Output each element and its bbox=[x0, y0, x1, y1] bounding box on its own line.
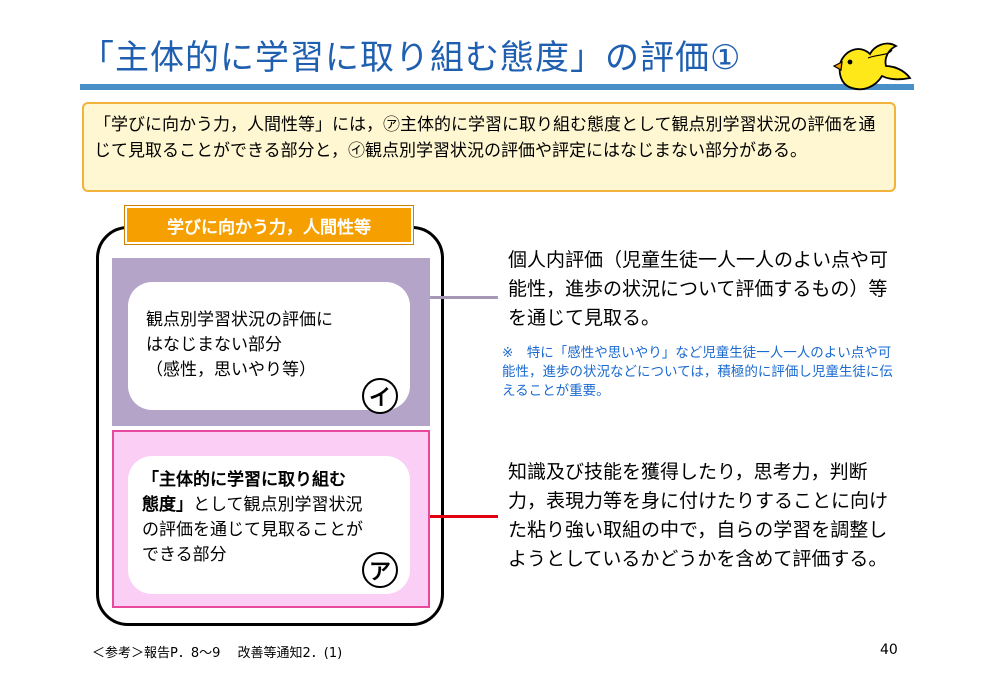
bird-icon bbox=[832, 42, 912, 91]
footer-reference: ＜参考＞報告P．8～9 改善等通知2．(1) bbox=[92, 646, 343, 661]
pink-card-line3: の評価を通じて見取ることが bbox=[142, 520, 363, 540]
pink-card-line1: 「主体的に学習に取り組む bbox=[142, 470, 346, 490]
intro-box: 「学びに向かう力，人間性等」には，㋐主体的に学習に取り組む態度として観点別学習状… bbox=[82, 102, 896, 192]
title-underline bbox=[80, 84, 914, 90]
mark-i-badge: イ bbox=[362, 378, 398, 414]
pink-card: 「主体的に学習に取り組む 態度」として観点別学習状況 の評価を通じて見取ることが… bbox=[128, 456, 410, 594]
pink-card-rest: として観点別学習状況 bbox=[193, 495, 363, 515]
pink-card-line2: 態度」として観点別学習状況 bbox=[142, 493, 410, 518]
purple-card-line1: 観点別学習状況の評価に bbox=[146, 310, 333, 330]
intro-text: 「学びに向かう力，人間性等」には，㋐主体的に学習に取り組む態度として観点別学習状… bbox=[94, 115, 876, 161]
right-text-1: 個人内評価（児童生徒一人一人のよい点や可能性，進歩の状況について評価するもの）等… bbox=[508, 249, 889, 329]
mark-a-badge: ア bbox=[362, 552, 398, 588]
page-title: 「主体的に学習に取り組む態度」の評価① bbox=[80, 38, 742, 78]
right-note: ※ 特に「感性や思いやり」など児童生徒一人一人のよい点や可能性，進歩の状況などに… bbox=[502, 345, 893, 399]
pink-card-bold: 態度」 bbox=[142, 495, 193, 515]
page-number: 40 bbox=[880, 642, 898, 658]
connector-purple bbox=[430, 296, 498, 299]
purple-card-line3: （感性，思いやり等） bbox=[146, 360, 316, 380]
connector-red bbox=[430, 515, 498, 518]
section-tag: 学びに向かう力，人間性等 bbox=[125, 206, 413, 244]
purple-card-line2: はなじまない部分 bbox=[146, 335, 282, 355]
right-text-2: 知識及び技能を獲得したり，思考力，判断力，表現力等を身に付けたりすることに向けた… bbox=[508, 461, 889, 570]
pink-card-line4: できる部分 bbox=[142, 545, 227, 565]
